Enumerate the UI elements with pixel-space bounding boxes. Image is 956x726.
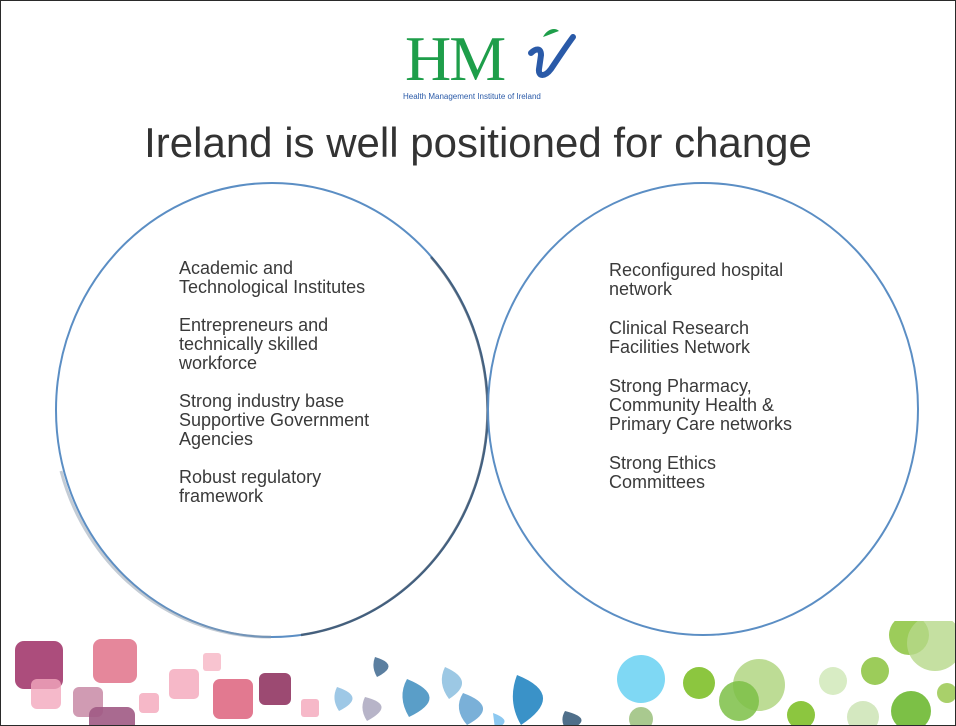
logo-mark: HM (405, 23, 506, 94)
right-circle (487, 182, 919, 636)
slide-title: Ireland is well positioned for change (144, 119, 812, 166)
list-item: Robust regulatory framework (179, 467, 322, 506)
logo-swoosh-icon (528, 29, 576, 78)
list-item: Strong Pharmacy, Community Health & Prim… (609, 376, 793, 434)
list-item: Entrepreneurs and technically skilled wo… (179, 315, 329, 373)
right-circle-list: Reconfigured hospital network Clinical R… (609, 261, 869, 512)
left-circle-list: Academic and Technological Institutes En… (179, 259, 429, 525)
left-circle-shadow (300, 256, 489, 637)
list-item: Clinical Research Facilities Network (609, 318, 751, 357)
logo-tagline: Health Management Institute of Ireland (403, 92, 541, 101)
list-item: Reconfigured hospital network (609, 260, 784, 299)
decorative-shapes-footer (15, 621, 955, 725)
list-item: Strong industry base Supportive Governme… (179, 391, 370, 449)
list-item: Academic and Technological Institutes (179, 258, 366, 297)
list-item: Strong Ethics Committees (609, 453, 717, 492)
hmi-logo: HM Health Management Institute of Irelan… (399, 19, 579, 105)
